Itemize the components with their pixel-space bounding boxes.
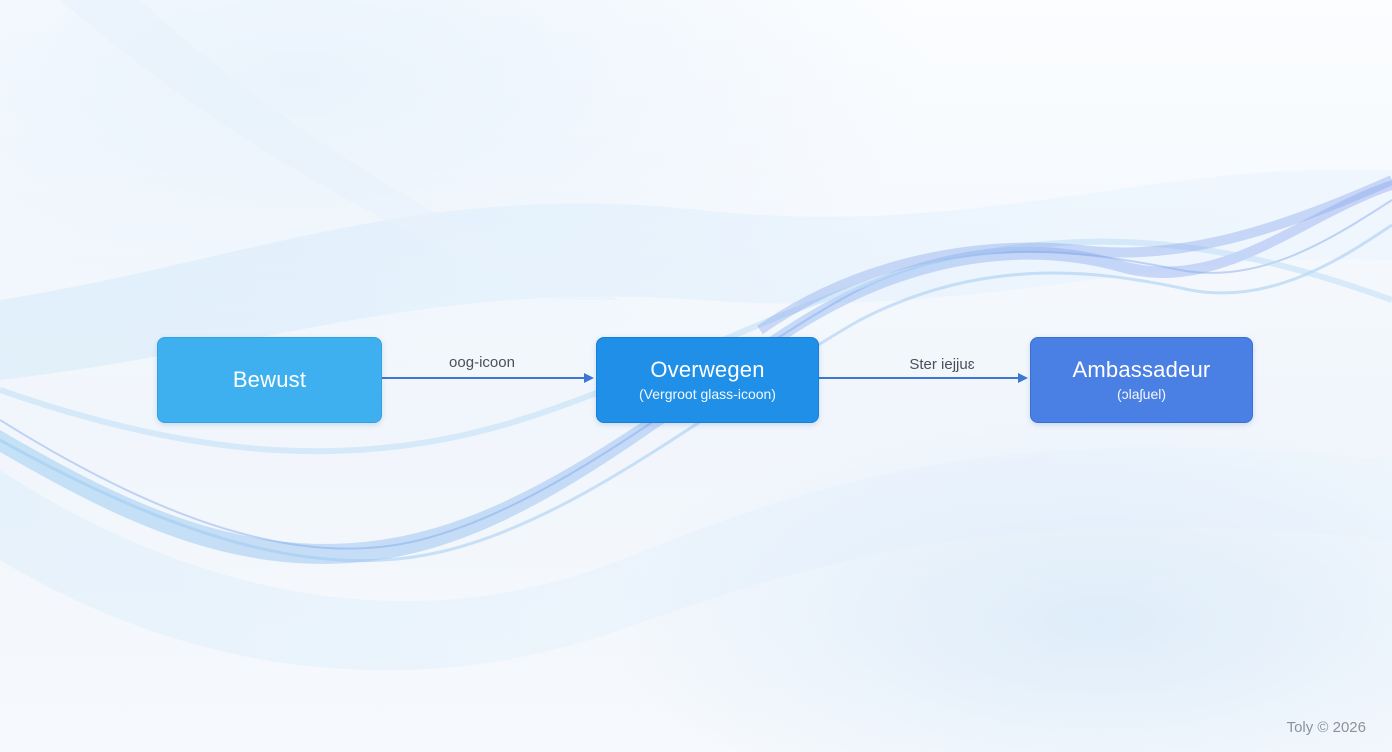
wave-band-upper bbox=[0, 169, 1392, 380]
node-bewust-title: Bewust bbox=[232, 367, 307, 392]
node-ambassadeur: Ambassadeur (ɔlaʃuel) bbox=[1030, 337, 1253, 423]
footer-credit: Toly © 2026 bbox=[1286, 719, 1366, 736]
node-overwegen-title: Overwegen bbox=[650, 357, 765, 382]
edge-label-ster: Ster iejjuɛ bbox=[909, 356, 975, 373]
wave-band-lower bbox=[0, 447, 1392, 671]
node-ambassadeur-title: Ambassadeur bbox=[1072, 357, 1211, 382]
wave-strand-4 bbox=[757, 175, 1392, 335]
node-overwegen-subtitle: (Vergroot glass-icoon) bbox=[639, 386, 776, 402]
node-ambassadeur-subtitle: (ɔlaʃuel) bbox=[1116, 386, 1166, 402]
wave-sheen bbox=[60, 0, 620, 300]
edge-label-oog-icoon: oog-icoon bbox=[449, 354, 515, 371]
node-overwegen: Overwegen (Vergroot glass-icoon) bbox=[596, 337, 819, 423]
node-bewust: Bewust bbox=[157, 337, 382, 423]
